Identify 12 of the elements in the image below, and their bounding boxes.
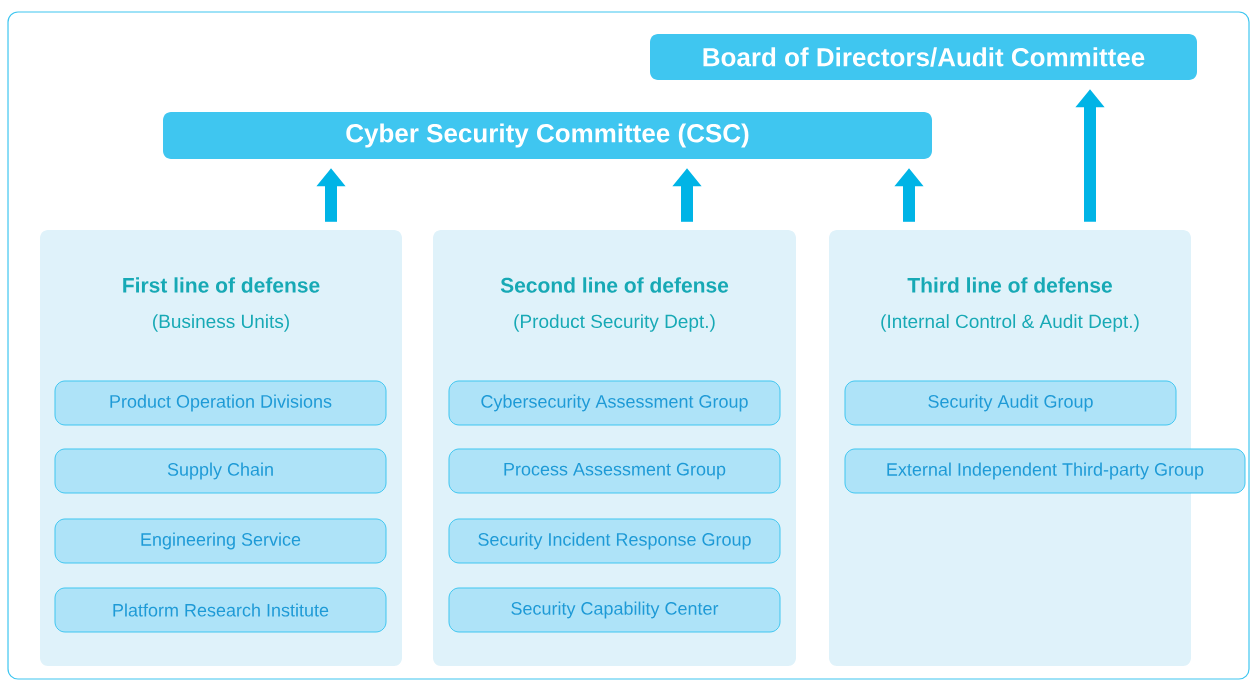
group-box: Platform Research Institute [54,587,387,633]
committee-box: Board of Directors/Audit Committee [650,34,1197,80]
group-box: Cybersecurity Assessment Group [448,380,781,426]
group-box: Security Incident Response Group [448,518,781,564]
group-box: Product Operation Divisions [54,380,387,426]
group-box: Security Capability Center [448,587,781,633]
group-box: External Independent Third-party Group [844,448,1246,494]
group-box: Process Assessment Group [448,448,781,494]
group-box: Security Audit Group [844,380,1177,426]
group-box: Supply Chain [54,448,387,494]
group-box: Engineering Service [54,518,387,564]
committee-box: Cyber Security Committee (CSC) [163,112,932,159]
